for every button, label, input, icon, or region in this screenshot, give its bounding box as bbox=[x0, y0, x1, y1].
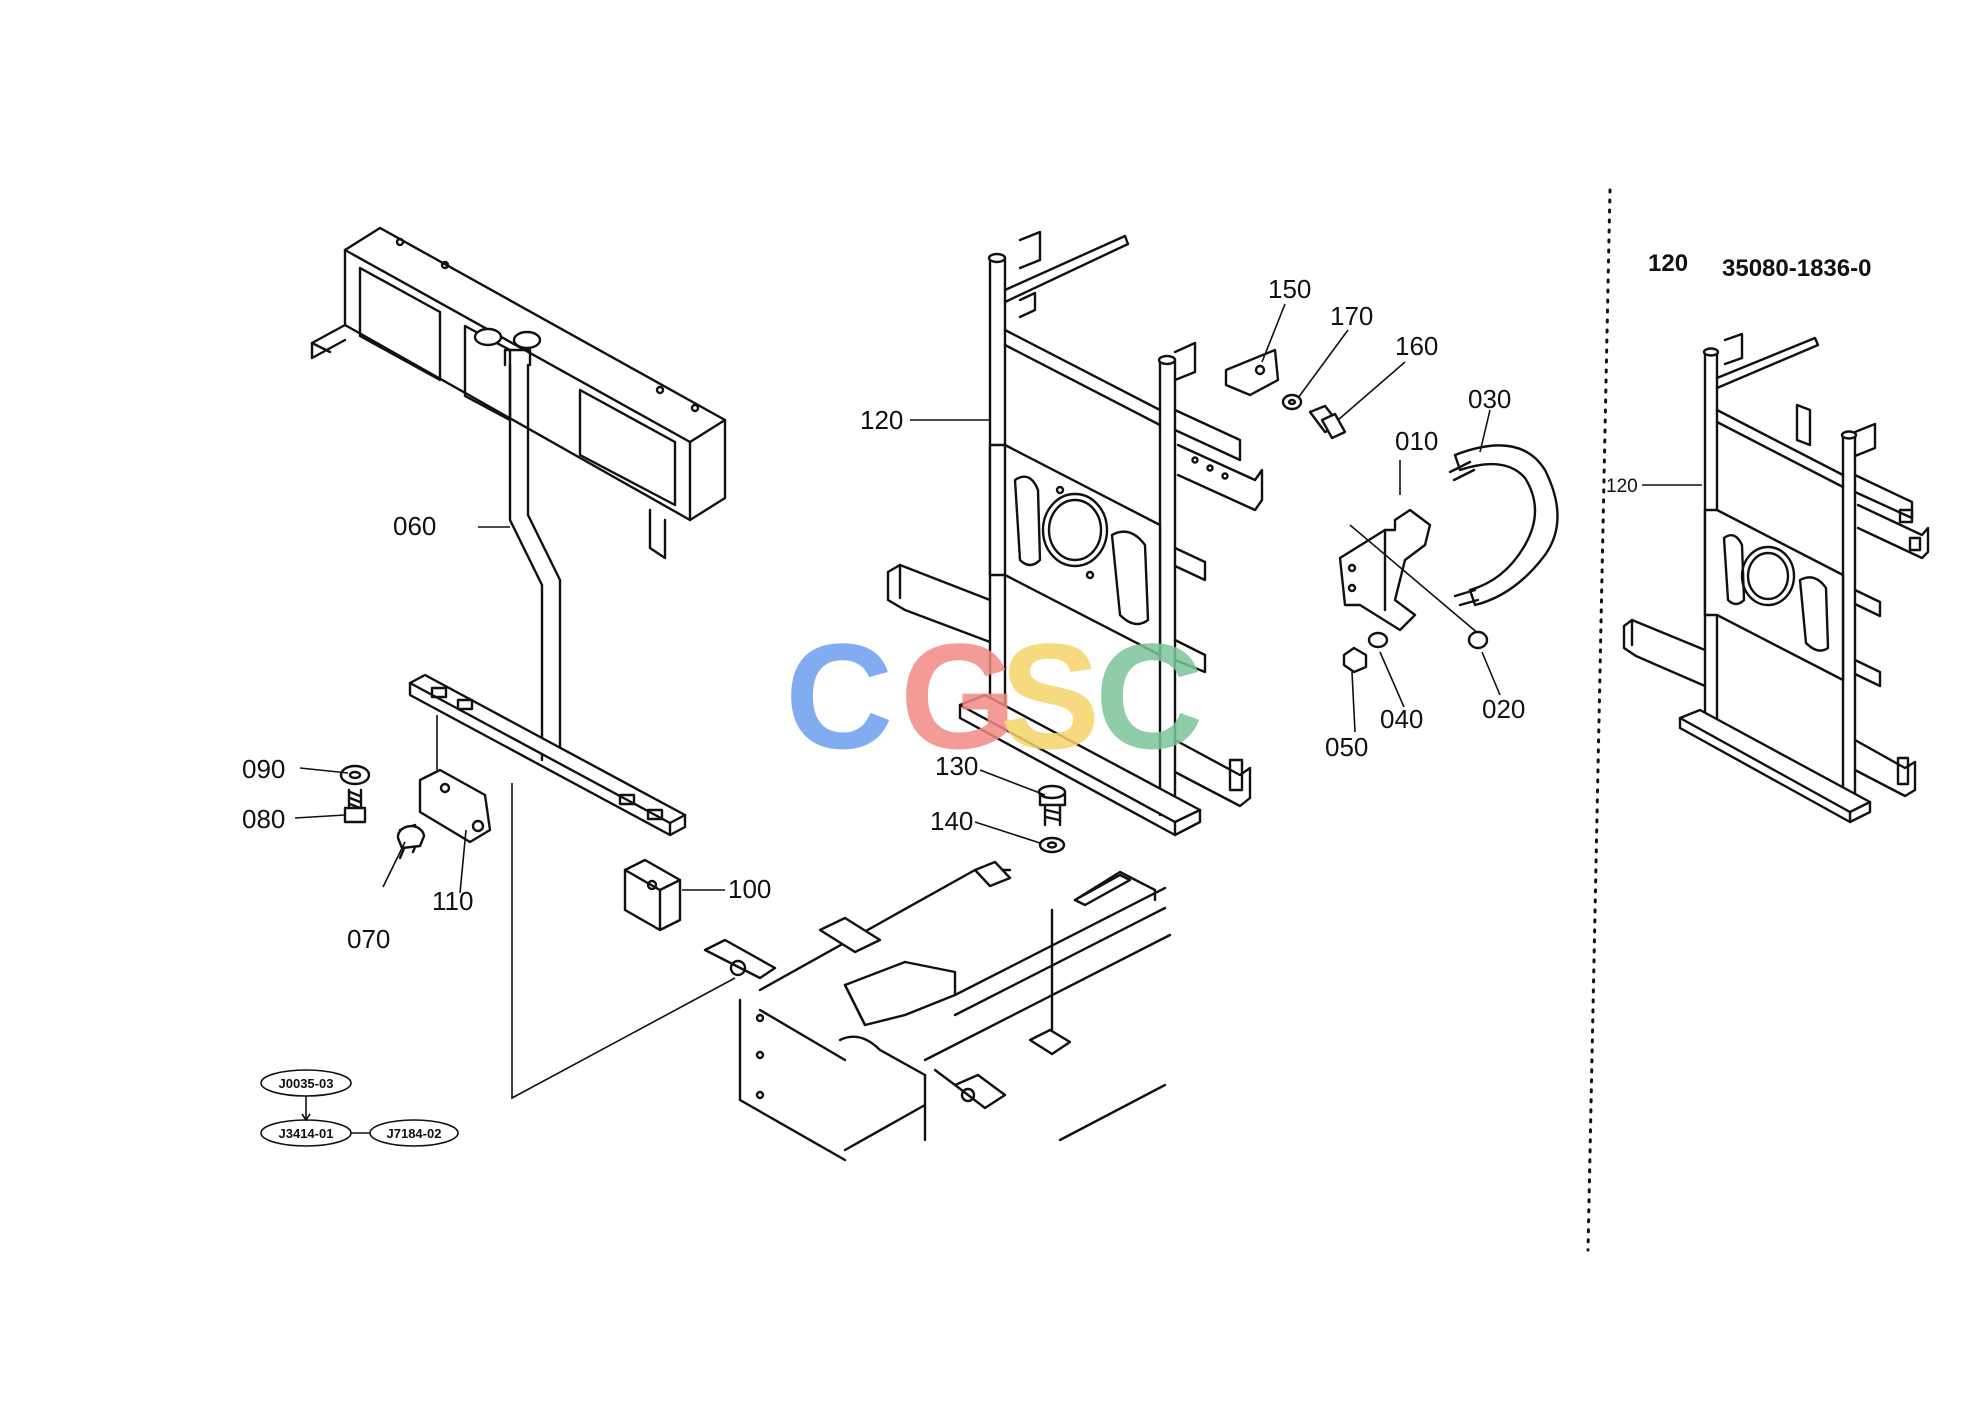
ref-code-bottom-right: J7184-02 bbox=[387, 1126, 442, 1141]
watermark-letter-3: S bbox=[1000, 612, 1100, 780]
callout-100: 100 bbox=[728, 874, 771, 904]
callout-070: 070 bbox=[347, 924, 390, 954]
panel-divider bbox=[1586, 188, 1612, 1252]
callout-020: 020 bbox=[1482, 694, 1525, 724]
callout-030: 030 bbox=[1468, 384, 1511, 414]
callout-040: 040 bbox=[1380, 704, 1423, 734]
callout-170: 170 bbox=[1330, 301, 1373, 331]
callout-130: 130 bbox=[935, 751, 978, 781]
watermark-letter-4: C bbox=[1095, 612, 1203, 780]
variant-part-number: 120 bbox=[1648, 250, 1688, 277]
callout-150: 150 bbox=[1268, 274, 1311, 304]
watermark-logo: C G S C bbox=[785, 612, 1203, 780]
callout-010: 010 bbox=[1395, 426, 1438, 456]
variant-callout-120: 120 bbox=[1606, 476, 1638, 497]
bracket-100 bbox=[623, 858, 682, 932]
callout-140: 140 bbox=[930, 806, 973, 836]
fasteners-020-040-050 bbox=[1342, 524, 1489, 674]
band-030 bbox=[1448, 444, 1559, 607]
callout-080: 080 bbox=[242, 804, 285, 834]
ref-oval-bottom-right bbox=[369, 1119, 459, 1147]
ref-code-bottom-left: J3414-01 bbox=[279, 1126, 334, 1141]
bracket-110 bbox=[418, 768, 492, 844]
callout-110: 110 bbox=[432, 886, 473, 916]
radiator-frame-120 bbox=[886, 230, 1264, 837]
reference-code-tree: J0035-03 J3414-01 J7184-02 bbox=[260, 1069, 459, 1147]
chassis-base bbox=[703, 860, 1172, 1162]
variant-panel: 120 35080-1836-0 120 bbox=[1606, 250, 1930, 824]
callout-060: 060 bbox=[393, 511, 436, 541]
bracket-010 bbox=[1338, 508, 1432, 632]
mount-frame-060 bbox=[310, 226, 727, 837]
fasteners-130-140 bbox=[1037, 784, 1067, 854]
callout-090: 090 bbox=[242, 754, 285, 784]
ref-code-top: J0035-03 bbox=[279, 1076, 334, 1091]
callout-050: 050 bbox=[1325, 732, 1368, 762]
fasteners-left bbox=[339, 764, 426, 860]
callout-160: 160 bbox=[1395, 331, 1438, 361]
assembly-leader-lines bbox=[511, 783, 736, 1100]
callout-120: 120 bbox=[860, 405, 903, 435]
watermark-letter-2: G bbox=[900, 612, 1017, 780]
callout-leaders bbox=[294, 303, 1501, 894]
fasteners-160-170 bbox=[1281, 393, 1347, 440]
plate-150 bbox=[1224, 348, 1280, 397]
callout-labels: 010 020 030 040 050 060 070 080 090 100 … bbox=[242, 274, 1525, 954]
watermark-letter-1: C bbox=[785, 612, 893, 780]
variant-part-code: 35080-1836-0 bbox=[1722, 255, 1871, 282]
